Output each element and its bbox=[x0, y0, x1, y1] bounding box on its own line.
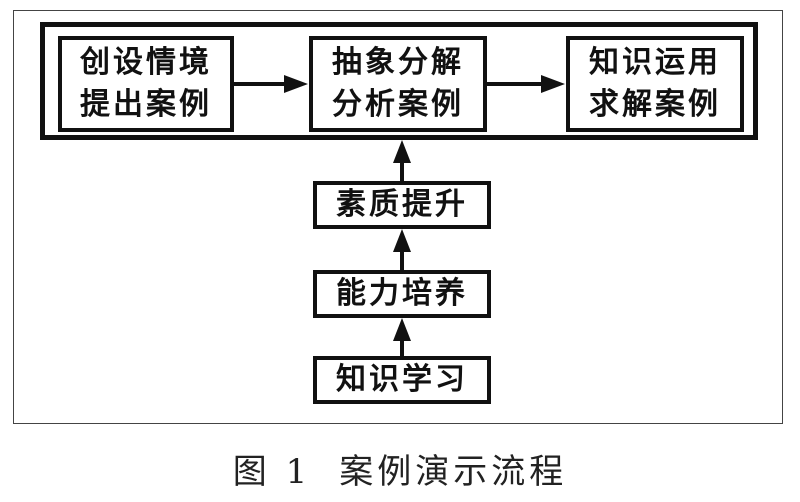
figure-title: 案例演示流程 bbox=[339, 452, 568, 492]
node-apply-knowledge: 知识运用 求解案例 bbox=[566, 36, 744, 132]
node-label: 能力培养 bbox=[336, 276, 468, 311]
node-abstract-decompose: 抽象分解 分析案例 bbox=[309, 36, 487, 132]
arrow-up-3 bbox=[393, 318, 411, 356]
arrow-up-1 bbox=[393, 140, 411, 181]
node-knowledge-learning: 知识学习 bbox=[313, 356, 491, 404]
node-line-2: 求解案例 bbox=[589, 87, 721, 122]
arrow-right-2 bbox=[487, 75, 565, 93]
node-line-1: 抽象分解 bbox=[332, 45, 464, 80]
case-flow-group bbox=[40, 22, 758, 140]
node-label: 知识学习 bbox=[336, 362, 468, 397]
arrow-up-2 bbox=[393, 229, 411, 270]
arrow-right-1 bbox=[234, 75, 308, 93]
figure-caption: 图 1 案例演示流程 bbox=[0, 444, 800, 493]
figure-number: 图 1 bbox=[232, 452, 312, 492]
node-line-1: 创设情境 bbox=[80, 45, 212, 80]
node-quality-improvement: 素质提升 bbox=[313, 181, 491, 229]
node-line-2: 分析案例 bbox=[332, 87, 464, 122]
node-ability-cultivation: 能力培养 bbox=[313, 270, 491, 318]
figure-frame bbox=[13, 10, 783, 424]
node-label: 素质提升 bbox=[336, 187, 468, 222]
node-create-scenario: 创设情境 提出案例 bbox=[58, 36, 234, 132]
node-line-2: 提出案例 bbox=[80, 87, 212, 122]
node-line-1: 知识运用 bbox=[589, 45, 721, 80]
